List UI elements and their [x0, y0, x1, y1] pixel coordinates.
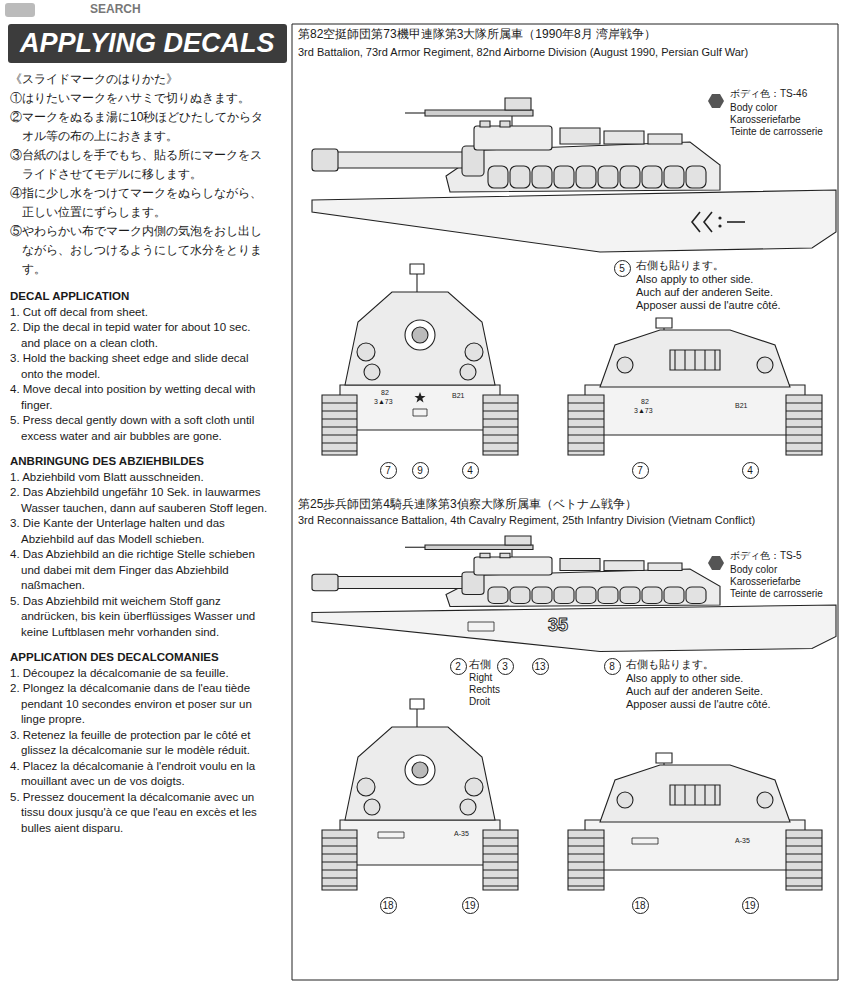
placement-note: Auch auf der anderen Seite.	[636, 286, 773, 299]
callout-number: 4	[462, 462, 479, 479]
callout-number: 19	[462, 897, 479, 914]
decal-marking: 82	[641, 398, 649, 405]
instruction-step: 5. Pressez doucement la décalcomanie ave…	[10, 790, 272, 837]
instruction-heading: APPLICATION DES DECALCOMANIES	[10, 650, 272, 666]
callout-number: 3	[497, 658, 514, 675]
decal-marking: A-35	[735, 837, 750, 844]
instruction-step: 1. Cut off decal from sheet.	[10, 305, 272, 321]
variant-heading: 第25歩兵師団第4騎兵連隊第3偵察大隊所属車（ベトナム戦争）	[298, 498, 637, 512]
decal-patch	[632, 838, 658, 844]
instruction-step: ②マークをぬるま湯に10秒ほどひたしてからタオル等の布の上におきます。	[10, 108, 272, 146]
callout-number: 5	[614, 260, 631, 277]
rear-view	[568, 753, 822, 890]
watermark-logo	[5, 3, 35, 17]
placement-note: 右側も貼ります。	[636, 259, 724, 272]
watermark: SEARCH	[90, 3, 141, 17]
paint-note: Body color	[730, 102, 777, 114]
star-marking	[415, 392, 426, 403]
instruction-step: 5. Press decal gently down with a soft c…	[10, 413, 272, 444]
callout-number: 18	[380, 897, 397, 914]
placement-note: 右側も貼ります。	[626, 658, 714, 671]
paint-note: Body color	[730, 564, 777, 576]
paint-note: Teinte de carrosserie	[730, 588, 823, 600]
placement-note: 右側	[469, 658, 491, 671]
paint-note: Teinte de carrosserie	[730, 126, 823, 138]
paint-note: ボディ色：TS-5	[730, 550, 802, 562]
decal-marking: A-35	[454, 830, 469, 837]
callout-number: 13	[532, 658, 549, 675]
callout-number: 7	[380, 462, 397, 479]
instruction-step: 4. Das Abziehbild an die richtige Stelle…	[10, 547, 272, 594]
instruction-step: 3. Hold the backing sheet edge and slide…	[10, 351, 272, 382]
side-view	[312, 536, 836, 652]
variant-heading: 第82空挺師団第73機甲連隊第3大隊所属車（1990年8月 湾岸戦争）	[298, 28, 656, 42]
callout-number: 19	[742, 897, 759, 914]
decal-marking: B21	[735, 402, 747, 409]
paint-note: Karosseriefarbe	[730, 114, 801, 126]
chevron-marking	[692, 212, 745, 232]
decal-marking: 3▲73	[634, 407, 653, 414]
placement-note: Rechts	[469, 684, 500, 696]
instruction-step: 2. Das Abziehbild ungefähr 10 Sek. in la…	[10, 485, 272, 516]
instruction-step: 2. Plongez la décalcomanie dans de l'eau…	[10, 681, 272, 728]
decal-patch	[413, 409, 427, 416]
placement-note: Also apply to other side.	[626, 672, 743, 685]
decal-marking: 3▲73	[374, 398, 393, 405]
instruction-step: 4. Placez la décalcomanie à l'endroit vo…	[10, 759, 272, 790]
decal-patch	[468, 622, 494, 631]
variant-heading: 3rd Reconnaissance Battalion, 4th Cavalr…	[298, 514, 755, 527]
placement-note: Apposer aussi de l'autre côté.	[636, 299, 781, 312]
instruction-step: ⑤やわらかい布でマーク内側の気泡をおし出しながら、おしつけるようにして水分をとり…	[10, 222, 272, 279]
instruction-column: 《スライドマークのはりかた》①はりたいマークをハサミで切りぬきます。②マークをぬ…	[10, 70, 272, 836]
instruction-step: ①はりたいマークをハサミで切りぬきます。	[10, 89, 272, 108]
color-chip	[708, 556, 724, 570]
instruction-heading: 《スライドマークのはりかた》	[10, 70, 272, 89]
paint-note: Karosseriefarbe	[730, 576, 801, 588]
instruction-step: 3. Retenez la feuille de protection par …	[10, 728, 272, 759]
decal-patch	[378, 832, 404, 838]
instruction-step: 1. Découpez la décalcomanie de sa feuill…	[10, 666, 272, 682]
placement-note: Droit	[469, 696, 490, 708]
instruction-heading: ANBRINGUNG DES ABZIEHBILDES	[10, 454, 272, 470]
variant-heading: 3rd Battalion, 73rd Armor Regiment, 82nd…	[298, 46, 748, 59]
decal-marking: 82	[381, 389, 389, 396]
callout-number: 18	[632, 897, 649, 914]
color-chip	[708, 94, 724, 108]
placement-note: Right	[469, 672, 492, 684]
callout-number: 9	[412, 462, 429, 479]
chevron-marking	[718, 216, 721, 219]
chevron-marking	[718, 224, 721, 227]
rear-view	[568, 318, 822, 455]
callout-number: 2	[450, 658, 467, 675]
instruction-step: ④指に少し水をつけてマークをぬらしながら、正しい位置にずらします。	[10, 184, 272, 222]
front-view	[322, 264, 518, 455]
placement-note: Apposer aussi de l'autre côté.	[626, 698, 771, 711]
instruction-step: ③台紙のはしを手でもち、貼る所にマークをスライドさせてモデルに移します。	[10, 146, 272, 184]
front-view	[322, 699, 518, 890]
instruction-heading: DECAL APPLICATION	[10, 289, 272, 305]
callout-number: 8	[604, 658, 621, 675]
side-view	[312, 98, 836, 252]
decal-marking: B21	[452, 392, 464, 399]
instruction-step: 5. Das Abziehbild mit weichem Stoff ganz…	[10, 594, 272, 641]
panel-frame	[292, 24, 838, 980]
instruction-step: 2. Dip the decal in tepid water for abou…	[10, 320, 272, 351]
callout-number: 7	[632, 462, 649, 479]
instruction-step: 4. Move decal into position by wetting d…	[10, 382, 272, 413]
paint-note: ボディ色：TS-46	[730, 88, 807, 100]
decal-marking: 35	[548, 616, 568, 634]
callout-number: 4	[742, 462, 759, 479]
instruction-step: 1. Abziehbild vom Blatt ausschneiden.	[10, 470, 272, 486]
placement-note: Auch auf der anderen Seite.	[626, 685, 763, 698]
title-band: APPLYING DECALS	[8, 24, 287, 63]
placement-note: Also apply to other side.	[636, 273, 753, 286]
title-text: APPLYING DECALS	[20, 27, 275, 59]
instruction-step: 3. Die Kante der Unterlage halten und da…	[10, 516, 272, 547]
